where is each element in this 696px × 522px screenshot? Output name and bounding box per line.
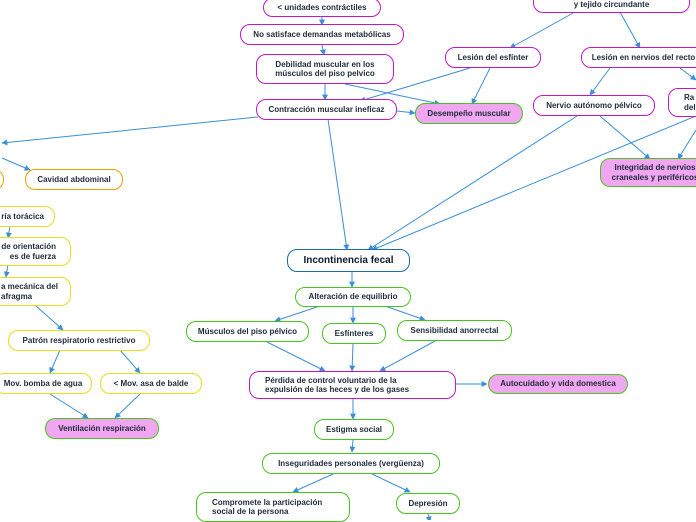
node-orientacion-line2: es de fuerza [9,251,56,261]
node-contraccion-ineficaz[interactable]: Contracción muscular ineficaz [256,99,397,120]
node-alteracion-equilibrio[interactable]: Alteración de equilibrio [295,287,411,307]
node-mecanica-toracica[interactable]: ría torácica [0,206,55,227]
node-no-satisface[interactable]: No satisface demandas metabólicas [240,24,404,45]
node-ra-line2: del [684,102,696,112]
node-sensibilidad-anorrectal[interactable]: Sensibilidad anorrectal [397,320,512,341]
link-nervios-autonomo [589,67,611,96]
node-compromete-line1: Compromete la participación [212,497,323,507]
link-depresion-down [425,513,432,520]
link-patron-asa [119,349,141,374]
node-autocuidado[interactable]: Autocuidado y vida domestica [488,374,628,394]
link-contraccion-incontinencia [327,118,350,251]
node-integridad-line2: craneales y periféricos [611,172,696,182]
node-nervio-autonomo[interactable]: Nervio autónomo pélvico [533,95,655,116]
node-depresion[interactable]: Depresión [396,493,460,514]
node-unidades-contractiles[interactable]: < unidades contráctiles [263,0,381,17]
node-ra-line1: Ra [684,93,695,103]
node-incontinencia-fecal[interactable]: Incontinencia fecal [287,249,410,272]
link-estigma-inseguridades [349,439,356,453]
node-debilidad-muscular[interactable]: Debilidad muscular en los músculos del p… [256,54,394,84]
link-left-cavidad [1,157,31,171]
node-estigma-social[interactable]: Estigma social [314,419,394,440]
link-tejido-esfinter [509,11,576,49]
link-esfinter-desempeno [471,67,491,105]
node-esfinteres[interactable]: Esfínteres [322,323,386,344]
node-compromete-participacion[interactable]: Compromete la participación social de la… [196,492,350,522]
node-lesion-esfinter[interactable]: Lesión del esfínter [445,47,541,68]
node-patron-restrictivo[interactable]: Patrón respiratorio restrictivo [8,330,150,351]
link-ra-incontinencia [371,115,696,251]
link-musculos-perdida [266,341,326,372]
link-bomba-ventilacion [49,393,89,419]
link-esfinter-contraccion [359,67,471,103]
link-mecanica-patron [34,304,64,331]
node-perdida-line2: expulsión de las heces y de los gases [265,385,410,394]
node-mecanica-diafragma[interactable]: a mecánica del afragma [0,277,71,306]
node-mecanica-line1: a mecánica del [1,282,58,292]
node-mecanica-line2: afragma [1,291,33,301]
link-alteracion-musculos [274,305,321,323]
node-desempeno-muscular[interactable]: Desempeño muscular [415,103,523,124]
node-orientacion-fuerza[interactable]: de orientación es de fuerza [0,237,71,266]
node-orientacion-line1: de orientación [1,242,56,252]
node-inseguridades-personales[interactable]: Inseguridades personales (vergüenza) [262,453,440,474]
node-ventilacion-respiracion[interactable]: Ventilación respiración [45,418,159,439]
link-tejido-nervios [619,11,641,49]
node-musculos-piso-pelvico[interactable]: Músculos del piso pélvico [186,321,309,342]
node-perdida-line1: Pérdida de control voluntario de la [265,375,397,385]
node-integridad-line1: Integridad de nervios [614,163,696,173]
link-nosatisface-debilidad [319,44,326,56]
link-autonomo-incontinencia [367,115,578,251]
link-esfinteres-perdida [349,343,356,372]
link-toracica-orientacion [5,225,12,239]
link-contraccion-left [1,116,259,146]
link-autonomo-integridad [599,115,651,160]
link-patron-bomba [49,349,61,374]
link-ra-integridad [677,129,696,160]
node-mov-bomba[interactable]: Mov. bomba de agua [0,373,92,394]
link-alteracion-sensibilidad [384,305,426,322]
node-cavidad-abdominal[interactable]: Cavidad abdominal [25,169,123,190]
node-integridad-nervios[interactable]: Integridad de nervios craneales y perifé… [600,158,696,187]
node-tejido-circundante[interactable]: y tejido circundante [533,0,690,13]
node-perdida-control[interactable]: Pérdida de control voluntario de la expu… [249,371,456,399]
link-inseguridades-depresion [371,473,411,493]
link-debilidad-desempeno [344,83,441,106]
link-inseguridades-compromete [292,473,334,493]
node-compromete-line2: social de la persona [212,507,289,516]
node-debilidad-line2: músculos del piso pelvico [275,69,375,78]
link-sensibilidad-perdida [379,340,436,372]
node-mov-asa[interactable]: < Mov. asa de balde [100,373,202,394]
link-orientacion-mecanica [3,263,10,278]
node-lesion-nervios-recto[interactable]: Lesión en nervios del recto [581,47,696,68]
link-nervios-ra [679,67,696,81]
node-ra-del[interactable]: Ra del [668,88,696,117]
link-asa-ventilacion [114,393,141,419]
link-contraccion-desempeno [396,109,416,116]
node-debilidad-line1: Debilidad muscular en los [275,59,375,69]
